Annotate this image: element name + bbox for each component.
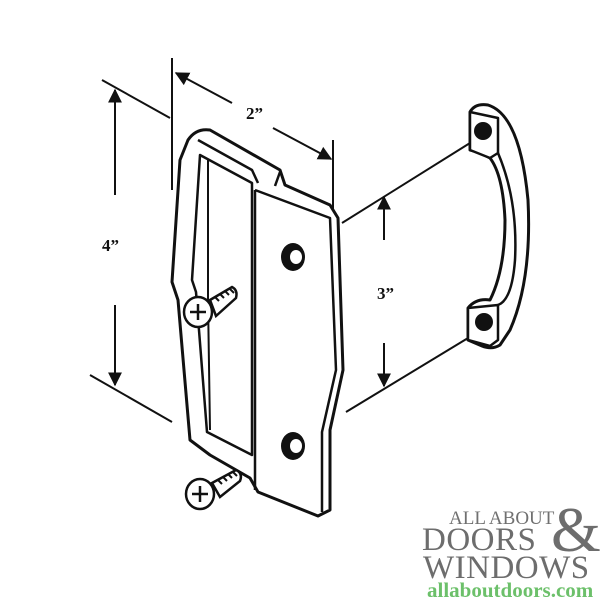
logo-url: allaboutdoors.com — [427, 578, 594, 602]
screw-icon-upper — [182, 285, 238, 329]
dimension-hole-spacing — [341, 142, 474, 413]
dimension-width — [171, 58, 334, 210]
brand-logo: ALL ABOUT & DOORS WINDOWS allaboutdoors.… — [405, 494, 600, 603]
logo-doors: DOORS — [422, 522, 537, 558]
dimension-height — [89, 79, 173, 423]
dimension-label-hole-spacing: 3” — [377, 284, 394, 303]
dimension-label-height: 4” — [102, 236, 119, 255]
logo-tagline: ALL ABOUT — [449, 508, 555, 529]
logo-windows: WINDOWS — [423, 550, 590, 586]
inside-pull-handle — [466, 103, 531, 350]
dimension-label-width: 2” — [246, 104, 263, 123]
logo-ampersand: & — [551, 494, 600, 565]
screw-icon-lower — [184, 468, 243, 511]
